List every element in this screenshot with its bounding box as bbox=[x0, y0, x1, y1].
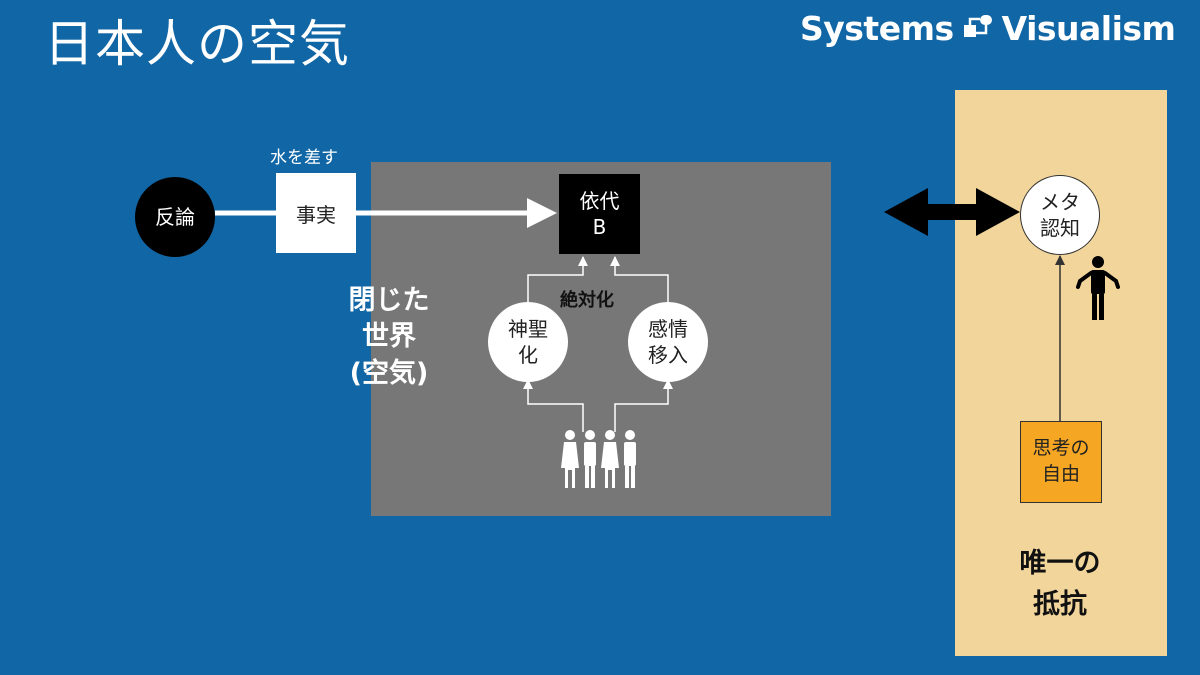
metacognition-line2: 認知 bbox=[1040, 216, 1080, 240]
people-to-deify-arrow bbox=[523, 379, 584, 432]
deify-to-yorishiro-arrow bbox=[527, 256, 588, 302]
resistance-line2: 抵抗 bbox=[1033, 588, 1087, 620]
brand-left: Systems bbox=[800, 8, 954, 48]
yorishiro-node: 依代 B bbox=[559, 174, 640, 254]
freedom-line2: 自由 bbox=[1041, 463, 1080, 485]
closed-world-line3: (空気) bbox=[349, 357, 429, 389]
double-arrow bbox=[884, 188, 1020, 236]
rebuttal-node: 反論 bbox=[135, 177, 215, 257]
brand-right: Visualism bbox=[1001, 8, 1176, 48]
resistance-label: 唯一の 抵抗 bbox=[990, 544, 1130, 625]
brand-logo: Systems Visualism bbox=[800, 6, 1176, 50]
water-label: 水を差す bbox=[270, 148, 338, 168]
freedom-line1: 思考の bbox=[1032, 437, 1090, 460]
person-icon bbox=[1076, 256, 1120, 320]
people-icon bbox=[561, 430, 636, 488]
deify-node: 神聖 化 bbox=[488, 302, 568, 382]
fact-label: 事実 bbox=[296, 202, 336, 227]
empathy-to-yorishiro-arrow bbox=[610, 256, 669, 302]
empathy-node: 感情 移入 bbox=[628, 302, 708, 382]
rebuttal-label: 反論 bbox=[155, 205, 195, 229]
closed-world-line1: 閉じた bbox=[348, 285, 430, 316]
yorishiro-line2: B bbox=[592, 215, 607, 239]
closed-world-line2: 世界 bbox=[362, 321, 416, 353]
fact-node: 事実 bbox=[276, 173, 356, 253]
page-title: 日本人の空気 bbox=[44, 15, 350, 73]
deify-line1: 神聖 bbox=[508, 317, 548, 341]
closed-world-label: 閉じた 世界 (空気) bbox=[325, 283, 453, 392]
empathy-line1: 感情 bbox=[648, 317, 688, 341]
metacognition-node: メタ 認知 bbox=[1020, 175, 1100, 255]
empathy-line2: 移入 bbox=[648, 343, 688, 367]
deify-line2: 化 bbox=[518, 343, 538, 367]
metacognition-line1: メタ bbox=[1040, 190, 1080, 214]
freedom-of-thought-node: 思考の 自由 bbox=[1020, 421, 1102, 503]
absolutize-label: 絶対化 bbox=[560, 290, 614, 311]
resistance-line1: 唯一の bbox=[1019, 548, 1101, 579]
people-to-empathy-arrow bbox=[614, 379, 673, 432]
brand-logo-icon bbox=[963, 15, 992, 37]
yorishiro-line1: 依代 bbox=[579, 189, 620, 213]
